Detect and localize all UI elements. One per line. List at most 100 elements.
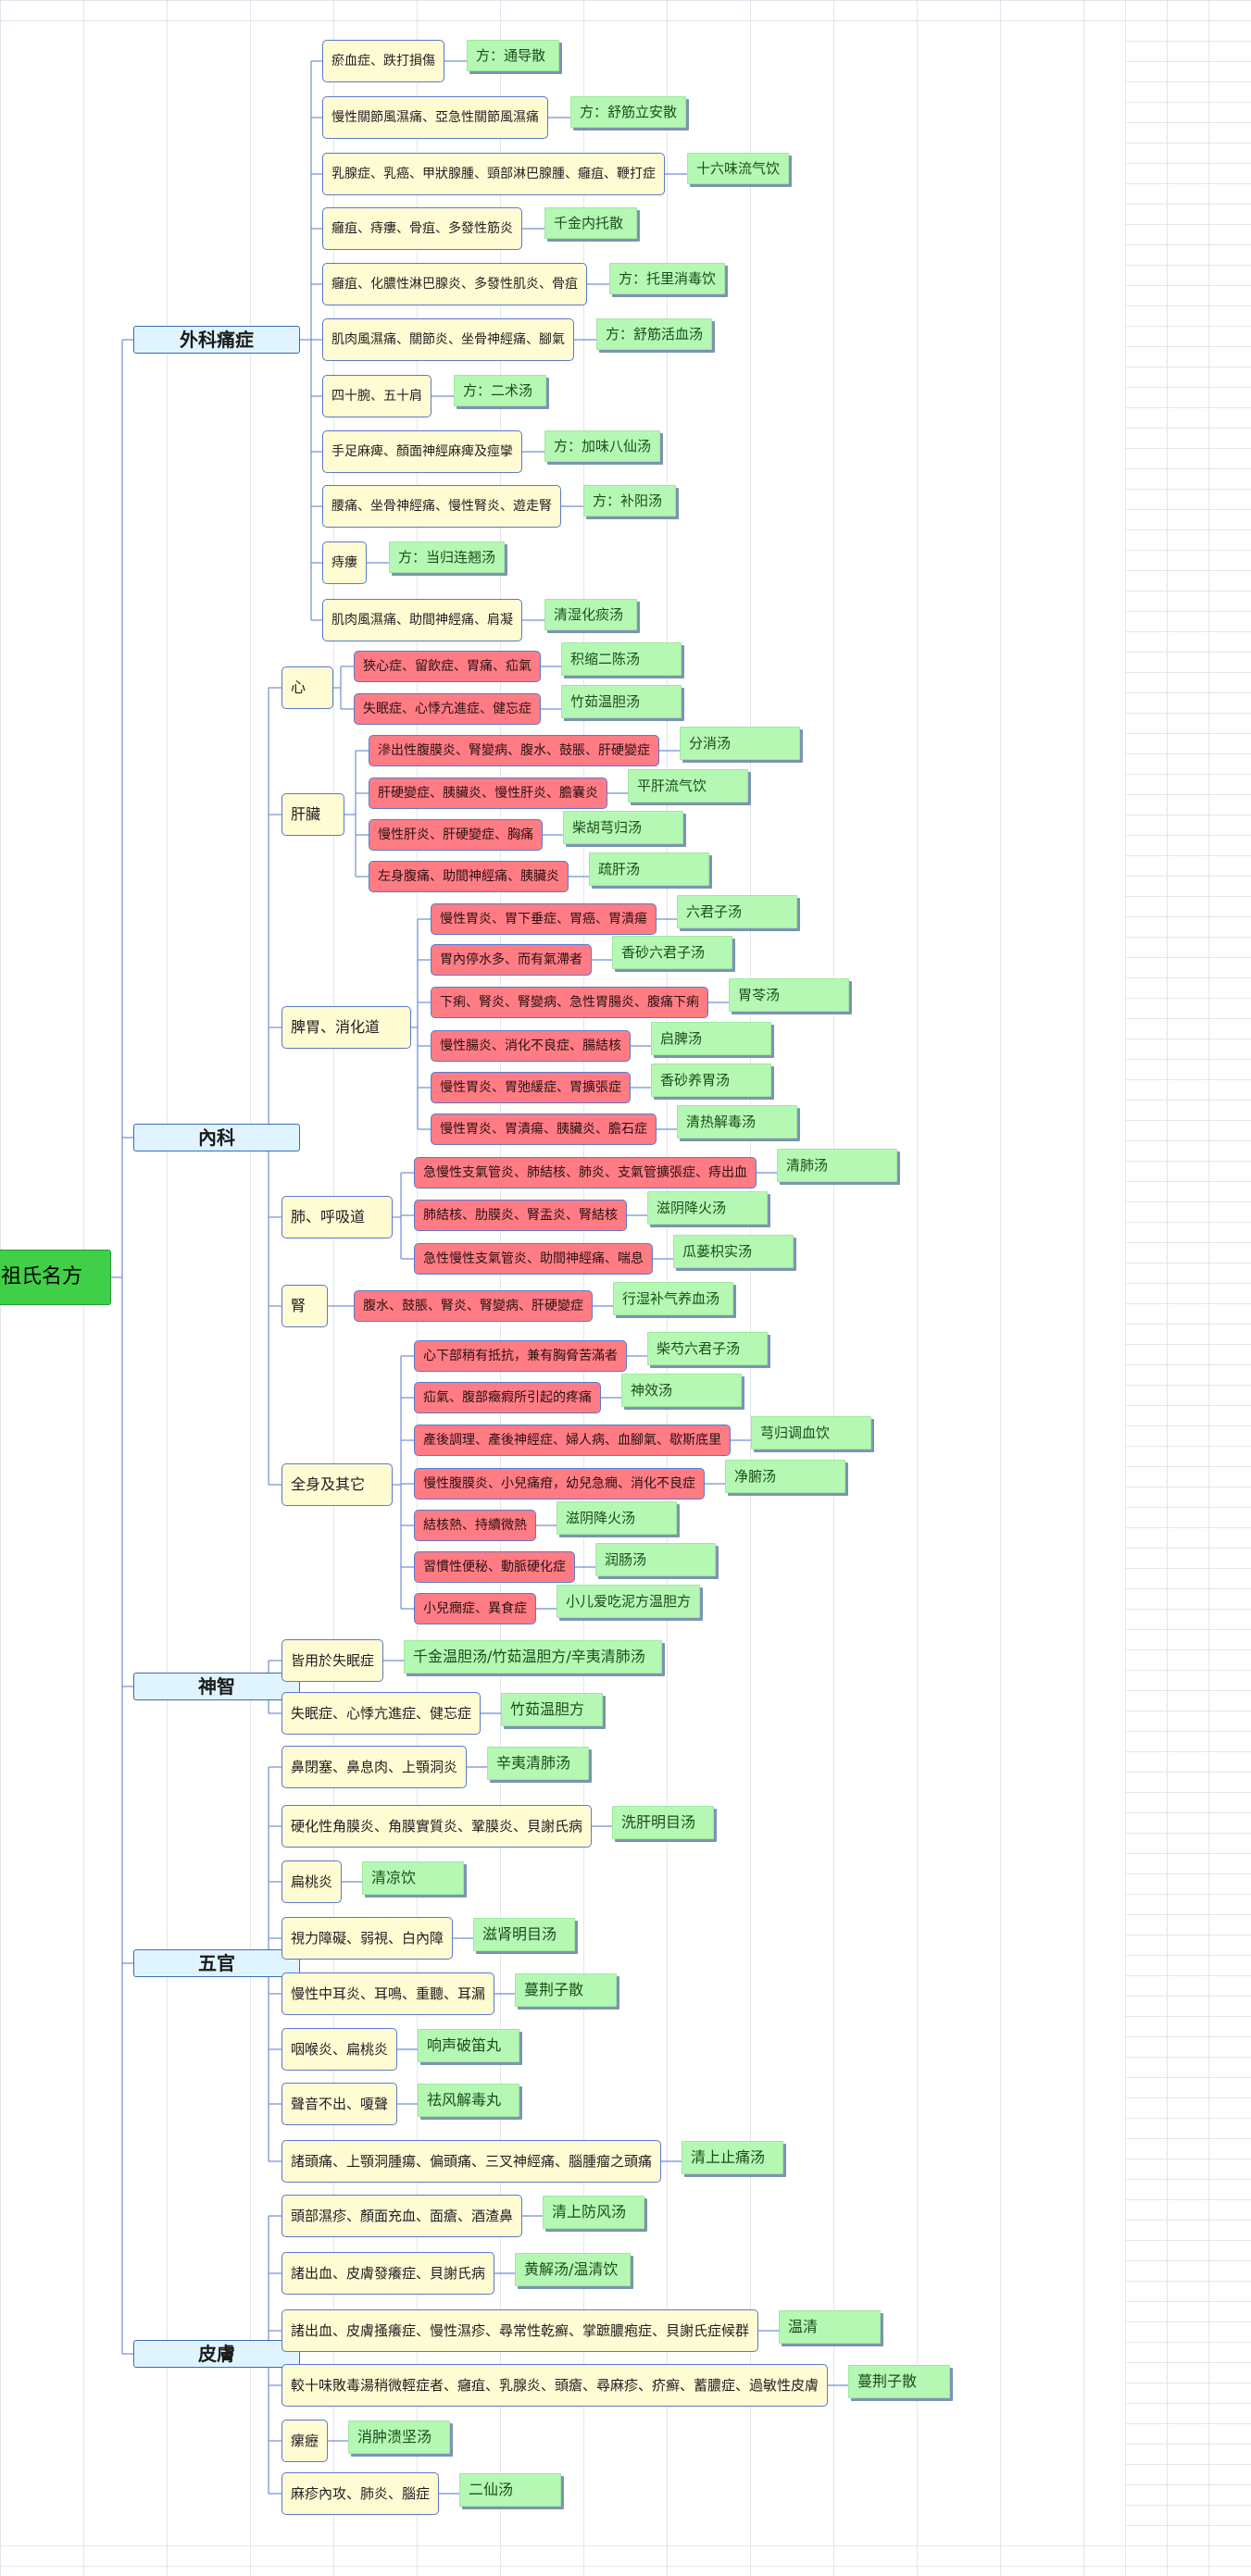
branch-node[interactable]: 內科 <box>133 1124 300 1151</box>
formula-box[interactable]: 滋阴降火汤 <box>647 1191 768 1225</box>
formula-box[interactable]: 方：二术汤 <box>454 375 546 406</box>
branch-node[interactable]: 外科痛症 <box>133 326 300 354</box>
formula-box[interactable]: 祛风解毒丸 <box>418 2084 519 2117</box>
formula-box[interactable]: 清凉饮 <box>362 1861 464 1895</box>
category-box[interactable]: 腎 <box>281 1285 328 1327</box>
condition-box[interactable]: 手足麻痺、顏面神經麻痺及痙攣 <box>322 430 522 473</box>
condition-box[interactable]: 肌肉風濕痛、助間神經痛、肩凝 <box>322 599 522 641</box>
condition-box[interactable]: 下痢、腎炎、腎變病、急性胃腸炎、腹痛下痢 <box>431 987 708 1018</box>
branch-node[interactable]: 神智 <box>133 1673 300 1700</box>
formula-box[interactable]: 六君子汤 <box>677 895 797 928</box>
condition-box[interactable]: 結核熱、持續微熱 <box>414 1510 536 1541</box>
condition-box[interactable]: 癰疽、化膿性淋巴腺炎、多發性肌炎、骨疽 <box>322 263 587 305</box>
condition-box[interactable]: 肝硬變症、胰臟炎、慢性肝炎、膽囊炎 <box>369 778 607 809</box>
condition-box[interactable]: 心下部稍有抵抗，兼有胸脅苦滿者 <box>414 1340 627 1372</box>
category-box[interactable]: 脾胃、消化道 <box>281 1006 411 1049</box>
condition-box[interactable]: 諸頭痛、上顎洞腫瘍、偏頭痛、三叉神經痛、腦腫瘤之頭痛 <box>281 2140 661 2183</box>
formula-box[interactable]: 黄解汤/温清饮 <box>515 2253 631 2286</box>
condition-box[interactable]: 疝氣、腹部癥瘕所引起的疼痛 <box>414 1382 601 1413</box>
formula-box[interactable]: 响声破笛丸 <box>418 2029 519 2062</box>
formula-box[interactable]: 方：舒筋活血汤 <box>596 318 712 350</box>
formula-box[interactable]: 神效汤 <box>621 1374 742 1407</box>
formula-box[interactable]: 二仙汤 <box>459 2473 561 2507</box>
condition-box[interactable]: 慢性腸炎、消化不良症、腸結核 <box>431 1030 631 1062</box>
condition-box[interactable]: 皆用於失眠症 <box>281 1639 383 1682</box>
category-box[interactable]: 全身及其它 <box>281 1463 393 1506</box>
condition-box[interactable]: 狹心症、留飲症、胃痛、疝氣 <box>354 651 541 682</box>
condition-box[interactable]: 急慢性支氣管炎、肺結核、肺炎、支氣管擴張症、痔出血 <box>414 1157 757 1188</box>
condition-box[interactable]: 急性慢性支氣管炎、助間神經痛、喘息 <box>414 1243 653 1275</box>
formula-box[interactable]: 香砂六君子汤 <box>612 936 732 969</box>
condition-box[interactable]: 失眠症、心悸亢進症、健忘症 <box>281 1692 481 1735</box>
condition-box[interactable]: 四十腕、五十肩 <box>322 375 432 417</box>
condition-box[interactable]: 產後調理、產後神經症、婦人病、血腳氣、歇斯底里 <box>414 1425 731 1456</box>
condition-box[interactable]: 腰痛、坐骨神經痛、慢性腎炎、遊走腎 <box>322 485 561 528</box>
condition-box[interactable]: 諸出血、皮膚發癢症、貝謝氏病 <box>281 2252 494 2295</box>
formula-box[interactable]: 辛夷清肺汤 <box>487 1747 589 1780</box>
formula-box[interactable]: 千金内托散 <box>544 207 637 239</box>
formula-box[interactable]: 方：舒筋立安散 <box>570 96 686 128</box>
condition-box[interactable]: 慢性胃炎、胃潰瘍、胰臟炎、膽石症 <box>431 1114 657 1145</box>
condition-box[interactable]: 肌肉風濕痛、關節炎、坐骨神經痛、腳氣 <box>322 318 574 361</box>
formula-box[interactable]: 柴芍六君子汤 <box>647 1332 768 1365</box>
formula-box[interactable]: 方：补阳汤 <box>583 485 676 516</box>
formula-box[interactable]: 小儿爱吃泥方温胆方 <box>557 1585 700 1618</box>
formula-box[interactable]: 滋阴降火汤 <box>557 1501 677 1535</box>
condition-box[interactable]: 滲出性腹膜炎、腎變病、腹水、鼓脹、肝硬變症 <box>369 735 659 766</box>
condition-box[interactable]: 左身腹痛、助間神經痛、胰臟炎 <box>369 861 569 892</box>
condition-box[interactable]: 瘀血症、跌打損傷 <box>322 40 444 82</box>
condition-box[interactable]: 視力障礙、弱視、白內障 <box>281 1917 453 1960</box>
formula-box[interactable]: 胃苓汤 <box>729 978 849 1012</box>
condition-box[interactable]: 麻疹內攻、肺炎、腦症 <box>281 2472 439 2515</box>
formula-box[interactable]: 竹茹温胆汤 <box>561 685 682 718</box>
formula-box[interactable]: 方：加味八仙汤 <box>544 430 660 462</box>
formula-box[interactable]: 启脾汤 <box>651 1022 771 1055</box>
condition-box[interactable]: 痔瘻 <box>322 541 367 584</box>
category-box[interactable]: 肝臟 <box>281 793 344 836</box>
formula-box[interactable]: 清上止痛汤 <box>682 2141 783 2174</box>
branch-node[interactable]: 五官 <box>133 1949 300 1977</box>
formula-box[interactable]: 清湿化痰汤 <box>544 599 637 630</box>
category-box[interactable]: 肺、呼吸道 <box>281 1196 393 1238</box>
condition-box[interactable]: 習慣性便秘、動脈硬化症 <box>414 1551 575 1583</box>
condition-box[interactable]: 聲音不出、嗄聲 <box>281 2083 397 2125</box>
formula-box[interactable]: 瓜蒌枳实汤 <box>673 1235 794 1268</box>
condition-box[interactable]: 癰疽、痔瘻、骨疽、多發性筋炎 <box>322 207 522 250</box>
category-box[interactable]: 心 <box>281 666 333 709</box>
formula-box[interactable]: 分消汤 <box>680 727 800 760</box>
formula-box[interactable]: 十六味流气饮 <box>687 153 789 184</box>
branch-node[interactable]: 皮膚 <box>133 2340 300 2368</box>
formula-box[interactable]: 清肺汤 <box>777 1149 897 1182</box>
formula-box[interactable]: 消肿溃坚汤 <box>348 2420 450 2454</box>
formula-box[interactable]: 蔓荆子散 <box>515 1973 617 2007</box>
condition-box[interactable]: 硬化性角膜炎、角膜實質炎、鞏膜炎、貝謝氏病 <box>281 1805 592 1848</box>
condition-box[interactable]: 頭部濕疹、顏面充血、面瘡、酒渣鼻 <box>281 2195 522 2237</box>
condition-box[interactable]: 慢性肝炎、肝硬變症、胸痛 <box>369 819 543 851</box>
formula-box[interactable]: 积缩二陈汤 <box>561 642 682 676</box>
formula-box[interactable]: 平肝流气饮 <box>628 769 748 803</box>
formula-box[interactable]: 净腑汤 <box>725 1460 845 1493</box>
condition-box[interactable]: 失眠症、心悸亢進症、健忘症 <box>354 693 541 725</box>
condition-box[interactable]: 小兒癇症、異食症 <box>414 1593 536 1624</box>
formula-box[interactable]: 柴胡芎归汤 <box>563 811 683 844</box>
condition-box[interactable]: 乳腺症、乳癌、甲狀腺腫、頸部淋巴腺腫、癰疽、鞭打症 <box>322 153 665 195</box>
formula-box[interactable]: 竹茹温胆方 <box>501 1693 603 1726</box>
condition-box[interactable]: 腹水、鼓脹、腎炎、腎變病、肝硬變症 <box>354 1290 593 1322</box>
formula-box[interactable]: 蔓荆子散 <box>848 2365 950 2398</box>
formula-box[interactable]: 芎归调血饮 <box>751 1416 871 1450</box>
condition-box[interactable]: 鼻閉塞、鼻息肉、上顎洞炎 <box>281 1746 467 1788</box>
condition-box[interactable]: 胃內停水多、而有氣滯者 <box>431 944 592 976</box>
formula-box[interactable]: 洗肝明目汤 <box>612 1806 714 1839</box>
formula-box[interactable]: 方：通导散 <box>467 40 559 71</box>
formula-box[interactable]: 千金温胆汤/竹茹温胆方/辛夷清肺汤 <box>404 1640 662 1674</box>
formula-box[interactable]: 清热解毒汤 <box>677 1105 797 1139</box>
formula-box[interactable]: 清上防风汤 <box>543 2196 644 2229</box>
condition-box[interactable]: 慢性中耳炎、耳鳴、重聽、耳漏 <box>281 1972 494 2015</box>
condition-box[interactable]: 諸出血、皮膚搔癢症、慢性濕疹、尋常性乾癬、掌蹠膿疱症、貝謝氏症候群 <box>281 2309 758 2352</box>
condition-box[interactable]: 較十味敗毒湯稍微輕症者、癰疽、乳腺炎、頭瘡、尋麻疹、疥癬、蓄膿症、過敏性皮膚 <box>281 2364 828 2407</box>
formula-box[interactable]: 方：当归连翘汤 <box>389 541 505 573</box>
condition-box[interactable]: 咽喉炎、扁桃炎 <box>281 2028 397 2071</box>
formula-box[interactable]: 方：托里消毒饮 <box>609 263 725 294</box>
condition-box[interactable]: 慢性腹膜炎、小兒痛疳，幼兒急癇、消化不良症 <box>414 1468 705 1500</box>
formula-box[interactable]: 滋肾明目汤 <box>473 1918 575 1951</box>
